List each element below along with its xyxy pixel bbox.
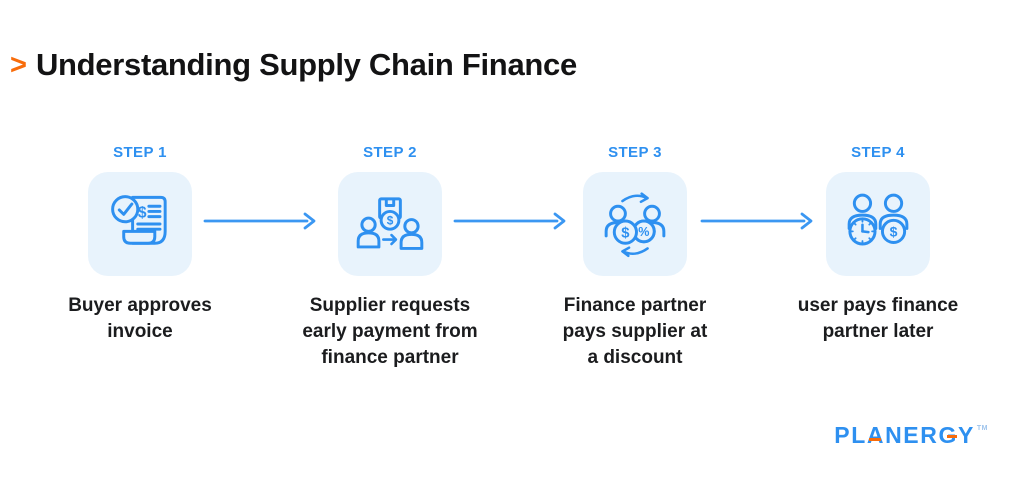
page-header: > Understanding Supply Chain Finance [10, 47, 577, 82]
step-3-label: STEP 3 [608, 144, 662, 161]
step-2-caption: Supplier requests early payment from fin… [302, 295, 478, 368]
svg-text:$: $ [387, 214, 394, 228]
invoice-approved-icon: $ [111, 195, 167, 245]
step-1-tile: $ [88, 172, 192, 276]
svg-text:$: $ [890, 224, 898, 240]
planergy-logo-text: PLANERGY [834, 422, 975, 448]
step-3: STEP 3 % $ Finance partner pays supplier… [525, 144, 745, 371]
step-4-tile: $ [826, 172, 930, 276]
step-4: STEP 4 $ user pays finance partner [768, 144, 988, 345]
supplier-request-icon: $ [356, 197, 424, 250]
step-1-caption: Buyer approves invoice [68, 295, 212, 342]
planergy-logo: PLANERGY TM [834, 424, 988, 447]
svg-text:$: $ [138, 204, 147, 221]
pay-later-icon: $ [847, 193, 909, 246]
flow-arrow-1 [203, 212, 316, 230]
step-1-label: STEP 1 [113, 144, 167, 161]
page-title: Understanding Supply Chain Finance [35, 47, 577, 82]
step-2-tile: $ [338, 172, 442, 276]
step-3-tile: % $ [583, 172, 687, 276]
svg-text:%: % [638, 225, 649, 239]
step-3-caption: Finance partner pays supplier at a disco… [562, 295, 708, 368]
step-4-label: STEP 4 [851, 144, 905, 161]
step-4-caption: user pays finance partner later [797, 295, 959, 342]
step-2: STEP 2 $ Supplier requests early payment… [280, 144, 500, 371]
orange-chevron-icon: > [10, 49, 27, 81]
step-2-label: STEP 2 [363, 144, 417, 161]
discount-exchange-icon: % $ [604, 192, 666, 258]
svg-text:$: $ [621, 225, 630, 241]
step-1: STEP 1 $ Buyer approves invoice [30, 144, 250, 345]
flow-arrow-2 [453, 212, 566, 230]
trademark-symbol: TM [976, 425, 988, 432]
flow-arrow-3 [700, 212, 813, 230]
